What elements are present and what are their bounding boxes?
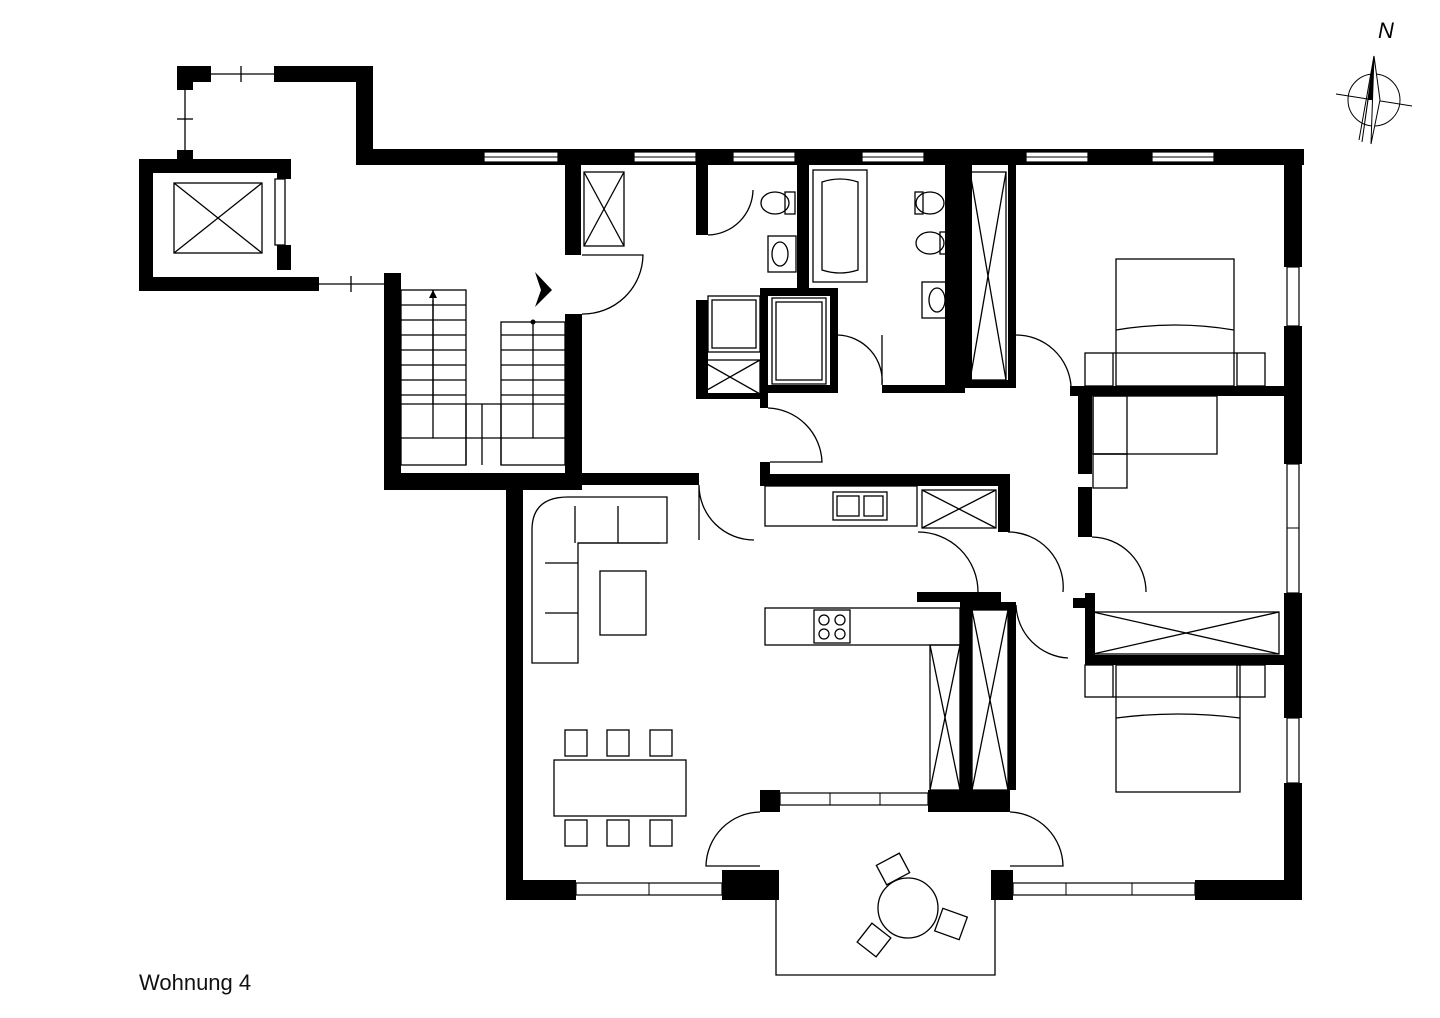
staircase [400,272,566,466]
apartment-caption: Wohnung 4 [139,970,252,995]
kitchen [764,485,961,646]
entry-arrow-icon [535,272,552,307]
living-area [531,496,687,847]
interior-walls [523,155,1302,790]
windows [177,66,1300,896]
bathroom-fixtures [707,169,953,385]
storage-units [583,171,1280,791]
north-arrow-icon [1335,55,1413,145]
compass [1334,44,1414,148]
doors [581,189,1147,867]
balcony [775,852,996,976]
north-label: N [1378,18,1394,43]
bedroom-furniture [1084,258,1266,793]
exterior-walls [139,66,1304,900]
elevator-shaft [173,178,286,254]
